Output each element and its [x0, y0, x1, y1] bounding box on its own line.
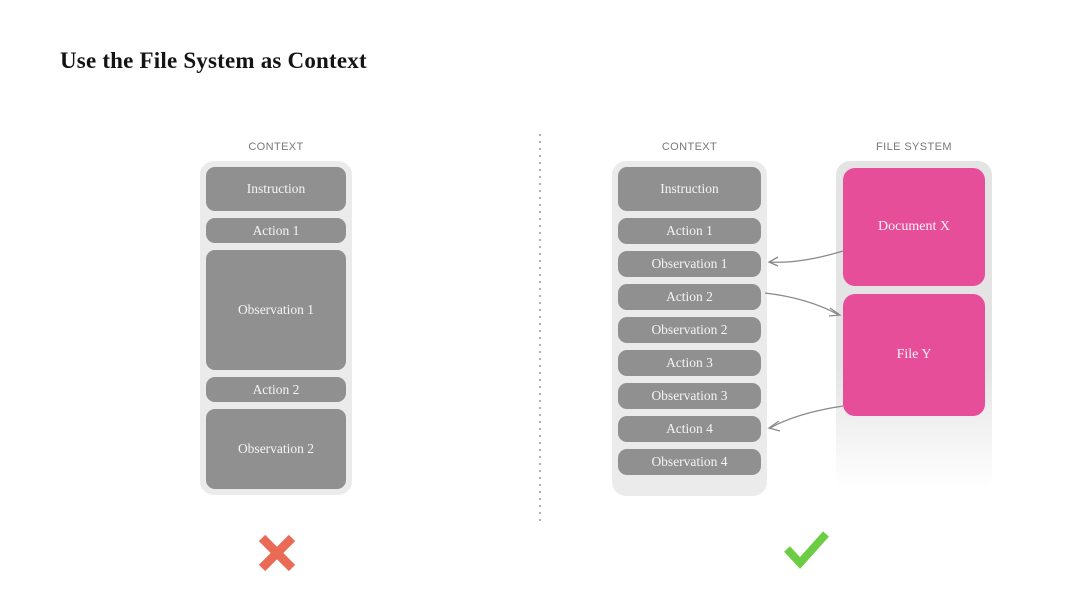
arrow-filey-to-action4	[767, 405, 844, 432]
left-context-panel: Instruction Action 1 Observation 1 Actio…	[200, 161, 352, 495]
file-box-file-y: File Y	[843, 294, 985, 416]
file-system-panel: Document X File Y	[836, 161, 992, 491]
right-box-observation-2: Observation 2	[618, 317, 761, 343]
left-box-observation-2: Observation 2	[206, 409, 346, 489]
arrow-documentx-to-observation1	[767, 250, 844, 267]
right-context-panel: Instruction Action 1 Observation 1 Actio…	[612, 161, 767, 496]
cross-icon	[258, 534, 296, 572]
right-box-action-2: Action 2	[618, 284, 761, 310]
vertical-dotted-divider	[539, 134, 541, 521]
right-box-observation-3: Observation 3	[618, 383, 761, 409]
left-box-action-1: Action 1	[206, 218, 346, 243]
left-box-observation-1: Observation 1	[206, 250, 346, 370]
file-system-label: FILE SYSTEM	[876, 141, 952, 153]
right-box-instruction: Instruction	[618, 167, 761, 211]
left-context-label: CONTEXT	[248, 141, 304, 153]
right-box-observation-1: Observation 1	[618, 251, 761, 277]
right-context-label: CONTEXT	[661, 141, 718, 153]
right-box-action-3: Action 3	[618, 350, 761, 376]
file-box-document-x: Document X	[843, 168, 985, 286]
slide-title: Use the File System as Context	[60, 48, 367, 73]
left-box-action-2: Action 2	[206, 377, 346, 402]
right-box-action-4: Action 4	[618, 416, 761, 442]
check-icon	[784, 531, 829, 569]
arrow-action2-to-filey	[764, 292, 842, 317]
left-box-instruction: Instruction	[206, 167, 346, 211]
right-box-observation-4: Observation 4	[618, 449, 761, 475]
right-box-action-1: Action 1	[618, 218, 761, 244]
